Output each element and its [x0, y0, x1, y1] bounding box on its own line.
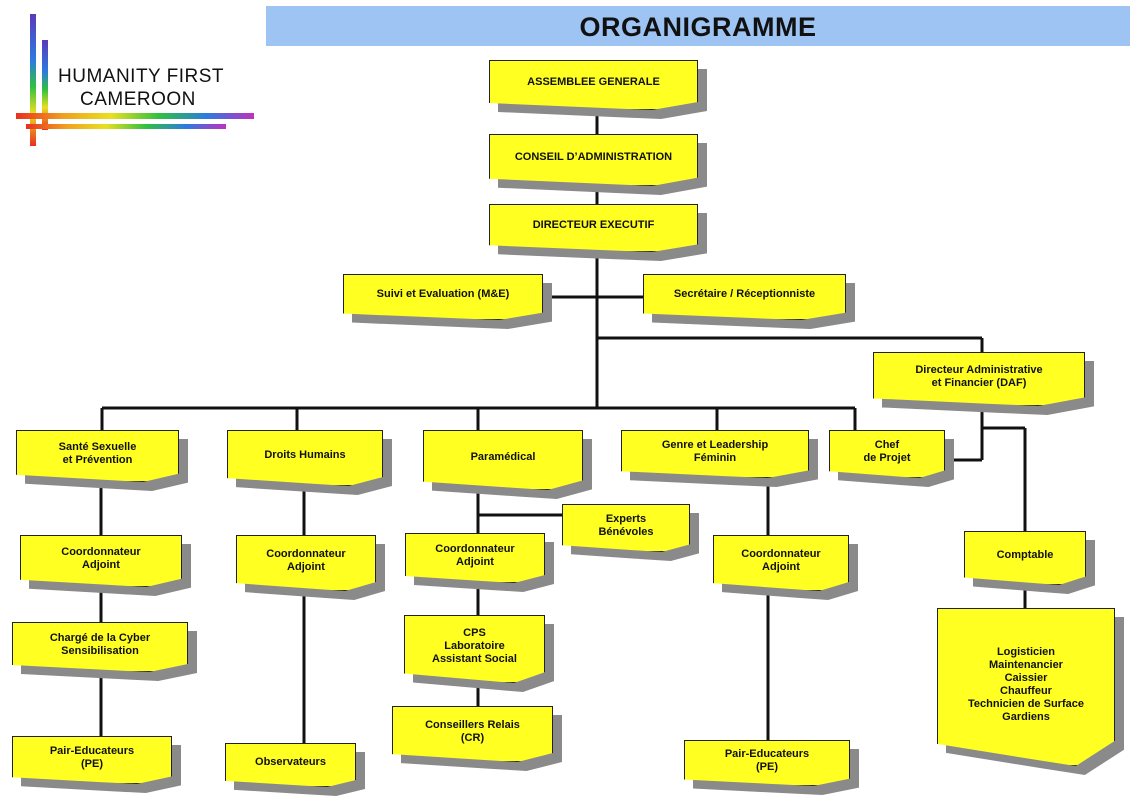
box-label: Directeur Administrative et Financier (D…	[915, 363, 1043, 389]
logo: HUMANITY FIRST CAMEROON	[0, 0, 262, 150]
box-experts-benevoles: Experts Bénévoles	[562, 504, 699, 561]
logo-mark	[16, 14, 254, 146]
box-secretaire: Secrétaire / Réceptionniste	[643, 274, 855, 329]
box-genre-leadership: Genre et Leadership Féminin	[621, 430, 818, 487]
box-label: Chef de Projet	[863, 438, 911, 464]
box-assemblee-generale: ASSEMBLEE GENERALE	[489, 60, 707, 119]
box-label: Droits Humains	[264, 449, 346, 461]
box-label: DIRECTEUR EXECUTIF	[532, 219, 655, 231]
box-label: Suivi et Evaluation (M&E)	[376, 288, 510, 300]
title-banner: ORGANIGRAMME	[266, 6, 1130, 46]
box-chef-projet: Chef de Projet	[829, 430, 954, 487]
box-pair-educateurs-1: Pair-Educateurs (PE)	[12, 736, 181, 793]
box-label: Coordonnateur Adjoint	[435, 542, 515, 568]
box-label: Santé Sexuelle et Prévention	[58, 440, 137, 466]
box-label: Observateurs	[255, 756, 326, 768]
box-pair-educateurs-2: Pair-Educateurs (PE)	[684, 740, 859, 795]
box-label: Secrétaire / Réceptionniste	[673, 288, 816, 300]
box-label: Pair-Educateurs (PE)	[49, 744, 135, 770]
box-label: Conseillers Relais (CR)	[425, 718, 520, 744]
box-label: CONSEIL D’ADMINISTRATION	[514, 151, 673, 163]
page-title: ORGANIGRAMME	[579, 12, 817, 42]
box-label: Coordonnateur Adjoint	[61, 545, 141, 571]
box-comptable: Comptable	[964, 531, 1095, 594]
box-label: ASSEMBLEE GENERALE	[527, 76, 660, 88]
box-paramedical: Paramédical	[423, 430, 592, 499]
box-coordonnateur-3: Coordonnateur Adjoint	[405, 533, 554, 592]
box-droits-humains: Droits Humains	[227, 430, 392, 495]
box-observateurs: Observateurs	[225, 743, 365, 796]
box-charge-cyber: Chargé de la Cyber Sensibilisation	[12, 622, 197, 681]
box-coordonnateur-4: Coordonnateur Adjoint	[713, 535, 858, 600]
box-suivi-evaluation: Suivi et Evaluation (M&E)	[343, 274, 552, 329]
box-label: Coordonnateur Adjoint	[266, 547, 346, 573]
box-conseil-administration: CONSEIL D’ADMINISTRATION	[489, 134, 707, 195]
box-label: Logisticien Maintenancier Caissier Chauf…	[968, 645, 1084, 723]
box-label: Paramédical	[470, 451, 536, 463]
box-label: Comptable	[996, 549, 1054, 561]
box-label: Pair-Educateurs (PE)	[724, 747, 810, 773]
box-coordonnateur-1: Coordonnateur Adjoint	[20, 535, 191, 596]
box-label: Coordonnateur Adjoint	[741, 547, 821, 573]
box-sante-sexuelle: Santé Sexuelle et Prévention	[16, 430, 188, 491]
logo-line1: HUMANITY FIRST	[58, 66, 225, 87]
box-label: Chargé de la Cyber Sensibilisation	[49, 631, 151, 657]
box-conseillers-relais: Conseillers Relais (CR)	[392, 706, 562, 771]
logo-line2: CAMEROON	[80, 89, 196, 110]
box-label: Experts Bénévoles	[598, 512, 654, 538]
box-label: Genre et Leadership Féminin	[661, 438, 769, 464]
box-coordonnateur-2: Coordonnateur Adjoint	[236, 535, 385, 600]
box-cps-laboratoire: CPS Laboratoire Assistant Social	[404, 615, 554, 692]
box-directeur-executif: DIRECTEUR EXECUTIF	[489, 204, 707, 261]
box-logistique: Logisticien Maintenancier Caissier Chauf…	[937, 608, 1124, 775]
box-label: CPS Laboratoire Assistant Social	[432, 627, 517, 665]
box-daf: Directeur Administrative et Financier (D…	[873, 352, 1094, 415]
